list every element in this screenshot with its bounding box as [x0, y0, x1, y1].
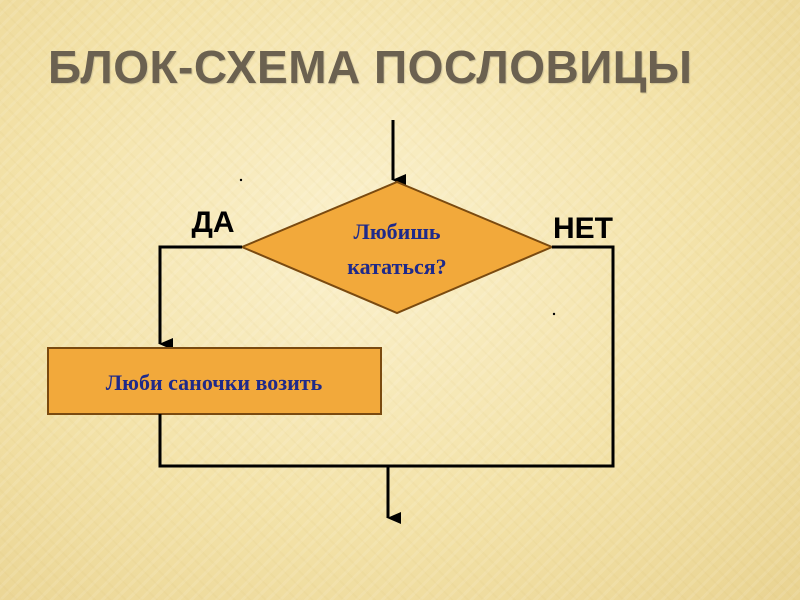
stray-dot	[552, 312, 556, 316]
decision-text-line1: Любишь	[353, 219, 440, 244]
no-label: НЕТ	[553, 212, 613, 245]
stray-dot	[239, 178, 243, 182]
action-text: Люби саночки возить	[106, 370, 323, 395]
decision-diamond	[239, 180, 555, 315]
slide-title: БЛОК-СХЕМА ПОСЛОВИЦЫ	[48, 41, 693, 93]
yes-branch-line	[158, 245, 242, 350]
merge-line	[158, 414, 388, 468]
yes-label: ДА	[191, 206, 234, 239]
decision-text-line2: кататься?	[347, 254, 446, 279]
action-box	[47, 347, 382, 415]
no-branch-line	[388, 245, 615, 468]
